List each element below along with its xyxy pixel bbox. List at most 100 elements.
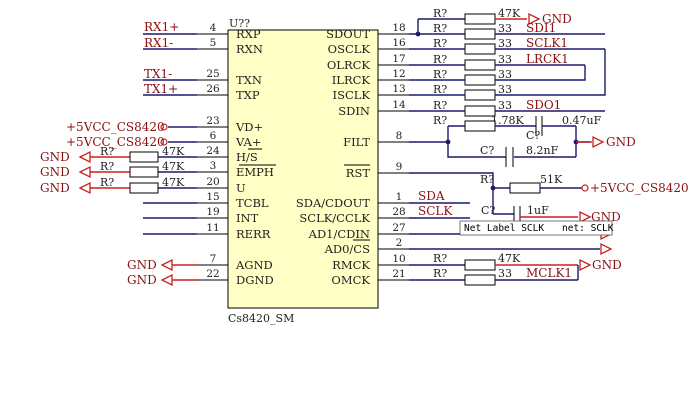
resistor-osclk[interactable] — [464, 43, 496, 55]
resistor-sdout-pull[interactable] — [464, 13, 496, 25]
vcc-port-va[interactable] — [160, 138, 168, 146]
res-val-1: 33 — [498, 22, 512, 35]
resistor-filt[interactable] — [464, 120, 496, 132]
ic-body[interactable] — [227, 29, 379, 309]
res-val-6: 33 — [498, 99, 512, 112]
resistor-u[interactable] — [129, 182, 159, 194]
cap-047-value: 0.47uF — [562, 114, 602, 127]
gnd-arrow-ad0 — [600, 243, 612, 255]
bot-res-ref-1: R? — [433, 267, 447, 280]
resistor-rmck[interactable] — [464, 259, 496, 271]
rst-res-value: 51K — [540, 173, 563, 186]
net-label-tx1-minus[interactable]: TX1- — [144, 67, 172, 81]
wire-filt-gnd[interactable] — [575, 126, 590, 143]
net-label-rx1-plus[interactable]: RX1+ — [144, 20, 179, 34]
right-resistor-group: GND R? R? R? R? R? R? R? R? 47K 33 33 33… — [409, 7, 606, 127]
pin-name-omck: OMCK — [331, 273, 370, 287]
tooltip-text: Net Label SCLK — [464, 223, 544, 234]
resistor-sdout[interactable] — [464, 28, 496, 40]
pin-number-emph: 3 — [210, 160, 217, 172]
gnd-arrow-rst — [579, 211, 591, 223]
pin-number-isclk: 13 — [392, 83, 405, 95]
rst-res-ref: R? — [480, 173, 494, 186]
resistor-hs[interactable] — [129, 151, 159, 163]
resistor-hs-ref: R? — [100, 145, 114, 158]
resistor-omck[interactable] — [464, 274, 496, 286]
pin-name-tcbl: TCBL — [236, 196, 269, 210]
pin-name-rmck: RMCK — [332, 258, 370, 272]
gnd-label-rmck[interactable]: GND — [592, 258, 622, 272]
resistor-olrck[interactable] — [464, 59, 496, 71]
pin-name-ad1-cdin: AD1/CDIN — [308, 227, 370, 241]
resistor-emph[interactable] — [129, 166, 159, 178]
vcc-label-vd[interactable]: +5VCC_CS8420 — [66, 120, 165, 134]
resistor-u-ref: R? — [100, 176, 114, 189]
loop-sclk-isclk[interactable] — [495, 49, 606, 96]
pin-number-rerr: 11 — [206, 222, 219, 234]
gnd-arrow-filt — [592, 136, 604, 148]
pin-name-olrck: OLRCK — [327, 58, 371, 72]
net-label-sdi1[interactable]: SDI1 — [526, 21, 556, 35]
pin-name-va-: VA+ — [235, 135, 261, 149]
wire-filt[interactable] — [409, 141, 506, 158]
pin-number-osclk: 16 — [392, 37, 406, 49]
gnd-arrow-agnd — [161, 259, 173, 271]
res-ref-3: R? — [433, 53, 447, 66]
net-label-sdo1[interactable]: SDO1 — [526, 98, 561, 112]
wire-rst[interactable] — [409, 172, 494, 214]
loop-lrck-ilrck[interactable] — [495, 65, 586, 81]
resistor-rst[interactable] — [509, 182, 541, 194]
resistor-emph-value: 47K — [162, 160, 185, 173]
pin-name-rxp: RXP — [236, 27, 261, 41]
pin-number-ad1-cdin: 27 — [392, 222, 405, 234]
rst-cap-value: 1uF — [527, 204, 549, 217]
tooltip-sub: net: SCLK — [562, 223, 614, 234]
gnd-label-u[interactable]: GND — [40, 181, 70, 195]
gnd-label-sdout[interactable]: GND — [542, 12, 572, 26]
pin-number-txp: 26 — [206, 83, 220, 95]
net-label-rx1-minus[interactable]: RX1- — [144, 36, 173, 50]
gnd-label-agnd[interactable]: GND — [127, 258, 157, 272]
gnd-label-dgnd[interactable]: GND — [127, 273, 157, 287]
pin-name-sdin: SDIN — [338, 104, 370, 118]
pin-name-vd-: VD+ — [235, 120, 263, 134]
pin-number-omck: 21 — [392, 268, 405, 280]
pin-name-emph: EMPH — [236, 165, 274, 179]
resistor-isclk[interactable] — [464, 89, 496, 101]
resistor-ilrck[interactable] — [464, 74, 496, 86]
pin-number-u: 20 — [206, 176, 219, 188]
vcc-label-va[interactable]: +5VCC_CS8420 — [66, 135, 165, 149]
gnd-arrow-u — [79, 182, 91, 194]
gnd-label-emph[interactable]: GND — [40, 165, 70, 179]
cap-82-value: 8.2nF — [526, 144, 559, 157]
gnd-label-hs[interactable]: GND — [40, 150, 70, 164]
pin-name-osclk: OSCLK — [328, 42, 371, 56]
vcc-port-vd[interactable] — [160, 123, 168, 131]
gnd-label-rst[interactable]: GND — [591, 210, 621, 224]
gnd-label-filt[interactable]: GND — [606, 135, 636, 149]
net-label-tx1-plus[interactable]: TX1+ — [144, 82, 178, 96]
net-label-sclk1[interactable]: SCLK1 — [526, 36, 568, 50]
res-ref-4: R? — [433, 68, 447, 81]
vcc-label-rst[interactable]: +5VCC_CS8420 — [590, 181, 689, 195]
pin-number-dgnd: 22 — [206, 268, 219, 280]
resistor-hs-value: 47K — [162, 145, 185, 158]
ic-part-name: Cs8420_SM — [228, 312, 294, 325]
resistor-emph-ref: R? — [100, 160, 114, 173]
pin-name-dgnd: DGND — [236, 273, 274, 287]
pin-number-va-: 6 — [210, 130, 217, 142]
pin-number-agnd: 7 — [210, 253, 217, 265]
pin-name-sda-cdout: SDA/CDOUT — [296, 196, 370, 210]
net-label-sclk[interactable]: SCLK — [418, 204, 453, 218]
pin-name-isclk: ISCLK — [333, 88, 371, 102]
res-ref-7: R? — [433, 114, 447, 127]
ic-designator: U?? — [229, 17, 250, 30]
net-label-lrck1[interactable]: LRCK1 — [526, 52, 569, 66]
net-label-mclk1[interactable]: MCLK1 — [526, 266, 572, 280]
pin-number-sdin: 14 — [392, 99, 406, 111]
pin-number-rxn: 5 — [210, 37, 217, 49]
pin-name-sdout: SDOUT — [326, 27, 370, 41]
vcc-port-rst[interactable] — [581, 184, 589, 192]
net-label-sda[interactable]: SDA — [418, 189, 445, 203]
